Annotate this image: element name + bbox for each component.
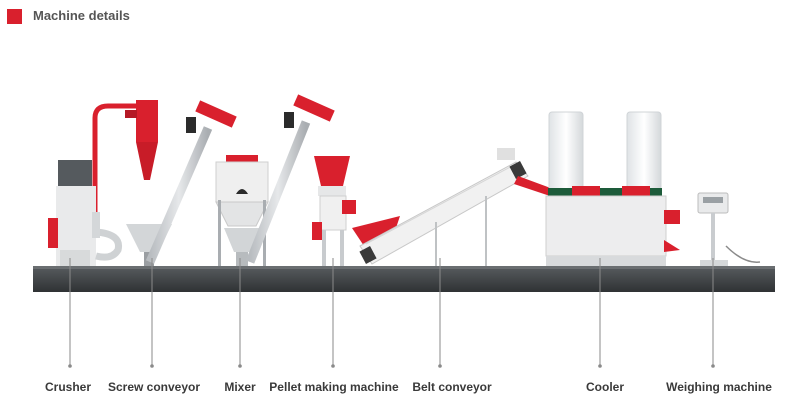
page-title: Machine details [33,8,130,23]
leader-dot-belt-conveyor [438,364,442,368]
label-mixer: Mixer [224,380,256,394]
leader-dot-mixer [238,364,242,368]
cooler-machine [545,111,680,266]
leader-dot-pellet-making-machine [331,364,335,368]
label-belt-conveyor: Belt conveyor [412,380,492,394]
crusher-machine [48,100,158,266]
weighing-machine-device [697,192,761,266]
label-cooler: Cooler [585,380,625,394]
leader-dot-cooler [598,364,602,368]
leader-lines [68,258,715,368]
label-pellet-making-machine: Pellet making machine [269,380,399,394]
label-weighing-machine: Weighing machine [666,380,772,394]
pellet-making-machine [312,156,356,266]
belt-conveyor-machine [352,148,556,266]
screw-conveyor-2-machine [245,94,335,264]
screw-conveyor-machine [126,100,237,266]
section-marker [7,9,22,24]
leader-dot-weighing-machine [711,364,715,368]
leader-dot-crusher [68,364,72,368]
label-screw-conveyor: Screw conveyor [107,380,201,394]
mixer-machine [215,155,269,266]
floor [33,266,775,292]
label-crusher: Crusher [44,380,92,394]
leader-dot-screw-conveyor [150,364,154,368]
